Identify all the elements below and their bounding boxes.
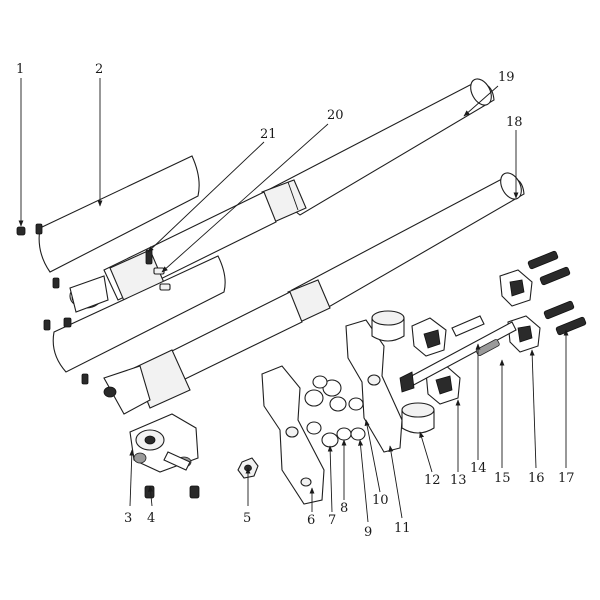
leader-lines [18, 78, 569, 523]
brake-caliper [129, 413, 199, 473]
callout-17: 17 [558, 471, 575, 486]
bushings [371, 310, 435, 434]
callout-3: 3 [124, 511, 132, 526]
callout-19: 19 [498, 70, 515, 85]
handlebar-clamps [411, 269, 541, 405]
callout-7: 7 [328, 513, 336, 528]
handlebar [399, 321, 517, 393]
callout-14: 14 [470, 461, 487, 476]
callout-16: 16 [528, 471, 545, 486]
callout-13: 13 [450, 473, 467, 488]
clamp-bolts-17 [527, 250, 587, 336]
callout-15: 15 [494, 471, 511, 486]
lower-triple-clamp [261, 365, 325, 505]
upper-fork-lower-leg [69, 191, 277, 313]
bearing-washers [304, 375, 366, 448]
clamp-bolts-15 [451, 315, 500, 356]
lower-fork-leg [103, 291, 303, 415]
fork-guard-lower [52, 255, 226, 373]
upper-fork-tube [261, 78, 495, 223]
caliper-bolts [144, 485, 200, 499]
callout-8: 8 [340, 501, 348, 516]
callout-4: 4 [147, 511, 155, 526]
callout-20: 20 [327, 108, 344, 123]
callout-12: 12 [424, 473, 441, 488]
callout-2: 2 [95, 62, 103, 77]
callout-1: 1 [16, 62, 24, 77]
fork-guard-upper [38, 155, 200, 273]
guard-screws [16, 223, 89, 385]
callout-21: 21 [260, 127, 277, 142]
callout-9: 9 [364, 525, 372, 540]
callout-6: 6 [307, 513, 315, 528]
callout-10: 10 [372, 493, 389, 508]
callout-labels: 1 2 3 4 5 6 7 8 9 10 11 12 13 14 15 16 1… [16, 62, 575, 540]
callout-11: 11 [394, 521, 411, 536]
small-fasteners-20-21 [145, 249, 171, 291]
callout-5: 5 [243, 511, 251, 526]
callout-18: 18 [506, 115, 523, 130]
